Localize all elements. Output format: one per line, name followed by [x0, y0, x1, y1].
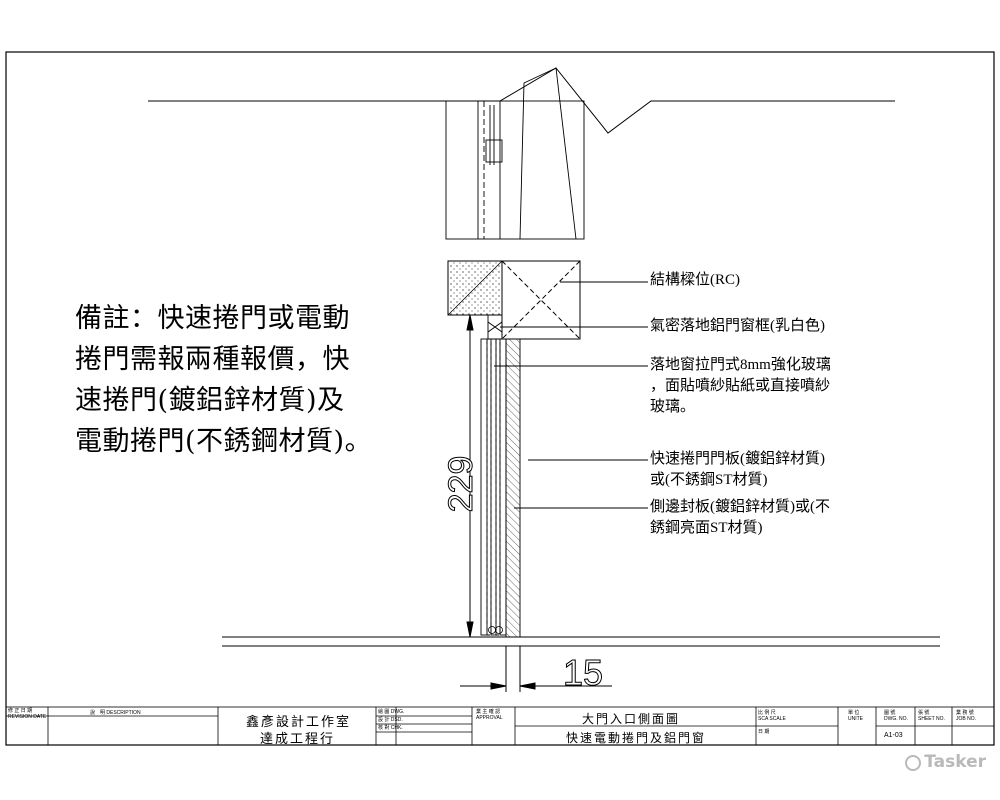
tb-revision-date: 修 正 日 期 REVISION DATE — [8, 708, 47, 720]
dimension-15: 15 — [562, 652, 604, 694]
rc-beam — [447, 260, 581, 340]
upper-ground-line — [148, 67, 895, 134]
tb-approval: 業 主 確 認 APPROVAL — [476, 709, 503, 721]
window-frame-top — [487, 314, 503, 340]
tb-contractor: 達成工程行 — [260, 731, 336, 746]
callout-line: 結構樑位(RC) — [650, 272, 741, 288]
tb-scale: 比 例 尺 SCA SCALE — [758, 710, 786, 722]
note-line: 電動捲門(不銹鋼材質)。 — [75, 426, 373, 457]
callout-side-seal: 側邊封板(鍍鋁鋅材質)或(不 銹鋼亮面ST材質) — [650, 497, 830, 539]
tb-checked: 核 對 CHK. — [378, 725, 403, 731]
note-line: 備註：快速捲門或電動 — [75, 303, 350, 334]
floor-lines — [222, 636, 940, 647]
callout-rc-beam: 結構樑位(RC) — [650, 270, 740, 291]
callout-line: 玻璃。 — [650, 399, 696, 415]
tb-date: 日 期 — [758, 729, 770, 735]
callout-line: 落地窗拉門式8mm強化玻璃 — [650, 357, 831, 373]
tb-sheet-no: 張 號 SHEET NO. — [918, 710, 945, 722]
callout-line: 銹鋼亮面ST材質) — [650, 520, 763, 536]
tasker-logo-icon — [905, 755, 922, 771]
tb-designed: 設 計 DSD. — [378, 717, 403, 723]
dimension-vertical — [462, 314, 480, 638]
tb-drawn: 繪 圖 DWG. — [378, 709, 405, 715]
dimension-horizontal — [460, 646, 612, 692]
tb-drawing-title: 大門入口側面圖 — [582, 712, 681, 726]
leader-lines — [494, 281, 648, 509]
callout-door-panel: 快速捲門門板(鍍鋁鋅材質) 或(不銹鋼ST材質) — [650, 449, 825, 491]
note-line: 捲門需報兩種報價，快 — [75, 344, 350, 375]
callout-line: ，面貼噴紗貼紙或直接噴紗 — [650, 378, 831, 394]
title-block-lines — [5, 706, 995, 746]
watermark-text: Tasker — [924, 752, 986, 772]
tb-studio: 鑫彥設計工作室 — [246, 714, 352, 729]
callout-line: 快速捲門門板(鍍鋁鋅材質) — [650, 451, 825, 467]
dimension-229: 229 — [442, 455, 481, 513]
tb-job-no: 業 務 號 JOB NO. — [956, 710, 977, 722]
door-panels — [480, 338, 507, 636]
callout-line: 氣密落地鋁門窗框(乳白色) — [650, 318, 825, 334]
tb-dwg-no-label: 圖 號 DWG. NO. — [884, 710, 908, 722]
tb-dwg-no: A1-03 — [884, 732, 903, 739]
tb-unit: 單 位 UNITE — [848, 710, 863, 722]
tb-drawing-subtitle: 快速電動捲門及鋁門窗 — [566, 731, 707, 745]
callout-line: 側邊封板(鍍鋁鋅材質)或(不 — [650, 499, 830, 515]
upper-structure — [445, 67, 585, 240]
callout-window-frame: 氣密落地鋁門窗框(乳白色) — [650, 316, 825, 337]
bottom-rollers — [488, 626, 503, 634]
callout-glass: 落地窗拉門式8mm強化玻璃 ，面貼噴紗貼紙或直接噴紗 玻璃。 — [650, 355, 831, 418]
tb-description: 說 明 DESCRIPTION — [90, 710, 141, 716]
note-line: 速捲門(鍍鋁鋅材質)及 — [75, 385, 345, 416]
tasker-watermark: Tasker — [905, 752, 986, 772]
remark-note: 備註：快速捲門或電動 捲門需報兩種報價，快 速捲門(鍍鋁鋅材質)及 電動捲門(不… — [75, 298, 420, 462]
callout-line: 或(不銹鋼ST材質) — [650, 472, 768, 488]
side-seal-hatch — [505, 338, 521, 638]
